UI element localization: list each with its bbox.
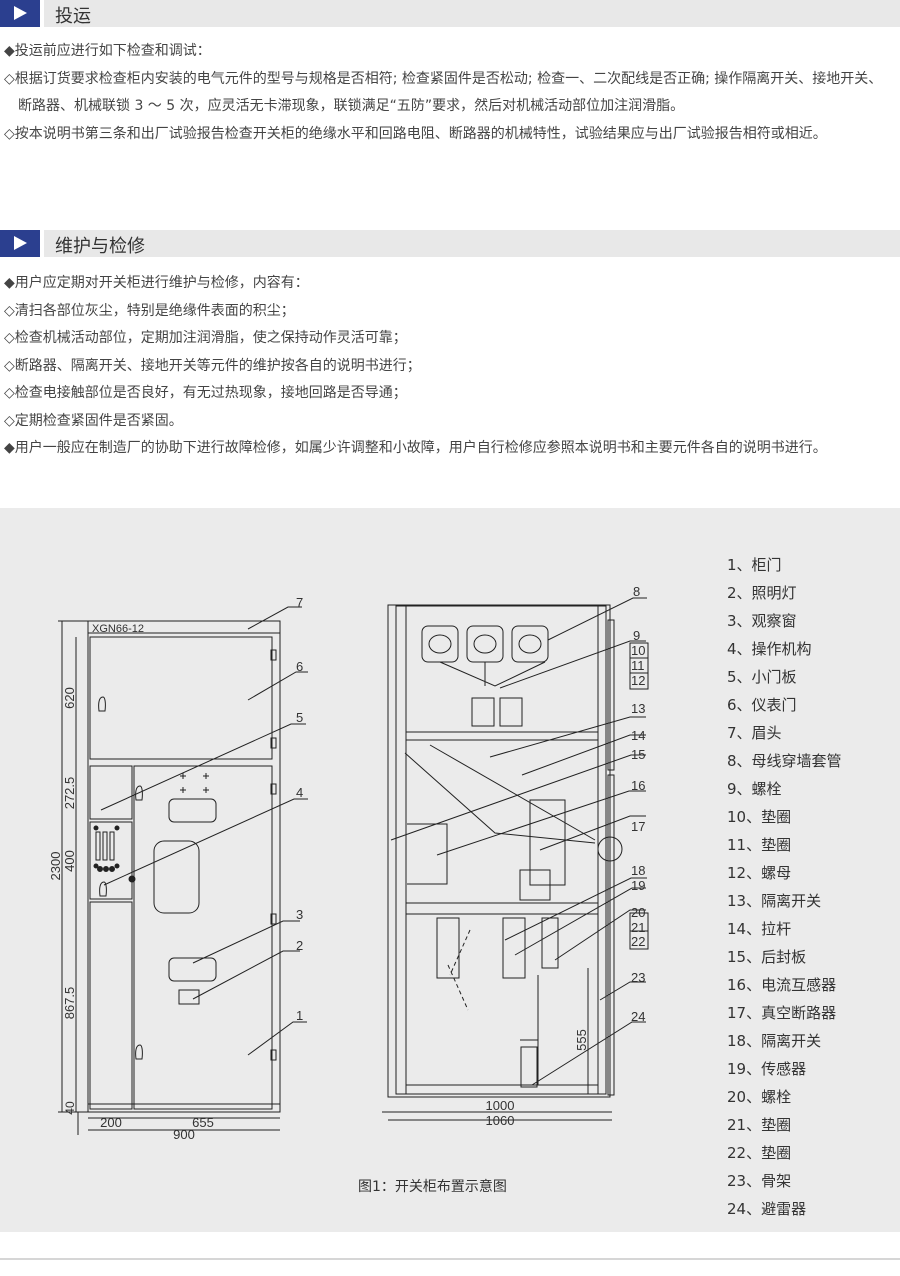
legend-item: 13、隔离开关 bbox=[727, 892, 822, 910]
switchgear-drawing: 2300 620 272.5 400 867.5 40 200 655 900 … bbox=[48, 584, 649, 1142]
dim-h3: 400 bbox=[62, 850, 77, 872]
callout-19: 19 bbox=[631, 878, 645, 893]
dim-side-h: 555 bbox=[574, 1029, 589, 1051]
paragraph: ◇断路器、隔离开关、接地开关等元件的维护按各自的说明书进行； bbox=[4, 357, 421, 374]
paragraph: ◆用户应定期对开关柜进行维护与检修，内容有： bbox=[4, 275, 309, 291]
callout-13: 13 bbox=[631, 701, 645, 716]
callout-3: 3 bbox=[296, 907, 303, 922]
legend-item: 14、拉杆 bbox=[727, 920, 792, 938]
play-triangle-icon bbox=[0, 230, 40, 257]
legend-item: 6、仪表门 bbox=[727, 696, 797, 714]
callout-22: 22 bbox=[631, 934, 645, 949]
legend-item: 11、垫圈 bbox=[727, 836, 792, 854]
commissioning-text: ◆投运前应进行如下检查和调试： ◇根据订货要求检查柜内安装的电气元件的型号与规格… bbox=[4, 38, 896, 148]
dim-h1: 620 bbox=[62, 687, 77, 709]
legend-item: 4、操作机构 bbox=[727, 640, 812, 658]
paragraph: ◇检查电接触部位是否良好，有无过热现象，接地回路是否导通； bbox=[4, 385, 407, 401]
callout-8: 8 bbox=[633, 584, 640, 599]
dim-w1: 200 bbox=[100, 1115, 122, 1130]
hinge-icons bbox=[270, 649, 277, 1061]
figure-panel: 2300 620 272.5 400 867.5 40 200 655 900 … bbox=[0, 508, 900, 1232]
bottom-divider bbox=[0, 1258, 900, 1260]
section-title: 维护与检修 bbox=[55, 236, 145, 257]
callout-11: 11 bbox=[631, 658, 645, 673]
callout-14: 14 bbox=[631, 728, 645, 743]
callout-20: 20 bbox=[631, 905, 645, 920]
dim-total-height: 2300 bbox=[48, 852, 63, 881]
callout-4: 4 bbox=[296, 785, 303, 800]
dim-h5: 40 bbox=[63, 1101, 77, 1115]
washer-box bbox=[629, 642, 649, 950]
callout-16: 16 bbox=[631, 778, 645, 793]
play-triangle-icon bbox=[0, 0, 40, 27]
callout-18: 18 bbox=[631, 863, 645, 878]
dim-h2: 272.5 bbox=[62, 777, 77, 810]
legend-item: 3、观察窗 bbox=[727, 612, 797, 630]
section-header-commissioning: 投运 bbox=[0, 0, 900, 27]
front-view: 2300 620 272.5 400 867.5 40 200 655 900 … bbox=[48, 595, 308, 1142]
legend-item: 16、电流互感器 bbox=[727, 976, 837, 994]
legend-item: 2、照明灯 bbox=[727, 584, 797, 602]
legend-item: 22、垫圈 bbox=[727, 1144, 792, 1162]
paragraph: ◆用户一般应在制造厂的协助下进行故障检修，如属少许调整和小故障，用户自行检修应参… bbox=[4, 440, 827, 456]
legend-item: 7、眉头 bbox=[727, 724, 782, 742]
legend-item: 15、后封板 bbox=[727, 948, 807, 966]
dim-side-w2: 1060 bbox=[486, 1113, 515, 1128]
header-bar bbox=[44, 0, 900, 27]
parts-legend: 1、柜门 2、照明灯 3、观察窗 4、操作机构 5、小门板 6、仪表门 7、眉头… bbox=[727, 551, 842, 1223]
model-label: XGN66-12 bbox=[92, 623, 144, 635]
callout-12: 12 bbox=[631, 673, 645, 688]
side-view: 1000 1060 555 8 9 10 11 12 13 14 15 16 1… bbox=[382, 584, 649, 1128]
callout-23: 23 bbox=[631, 970, 645, 985]
section-title: 投运 bbox=[55, 6, 91, 27]
bushing-icons bbox=[421, 625, 549, 663]
callout-21: 21 bbox=[631, 920, 645, 935]
legend-item: 24、避雷器 bbox=[727, 1200, 807, 1218]
legend-item: 19、传感器 bbox=[727, 1060, 807, 1078]
callout-10: 10 bbox=[631, 643, 645, 658]
callout-5: 5 bbox=[296, 710, 303, 725]
legend-item: 1、柜门 bbox=[727, 556, 782, 574]
paragraph: ◇定期检查紧固件是否紧固。 bbox=[4, 412, 183, 429]
callout-7: 7 bbox=[296, 595, 303, 610]
legend-item: 21、垫圈 bbox=[727, 1116, 792, 1134]
legend-item: 23、骨架 bbox=[727, 1172, 792, 1190]
legend-item: 5、小门板 bbox=[727, 668, 797, 686]
maintenance-text: ◆用户应定期对开关柜进行维护与检修，内容有： ◇清扫各部位灰尘，特别是绝缘件表面… bbox=[4, 270, 896, 463]
legend-item: 18、隔离开关 bbox=[727, 1032, 822, 1050]
paragraph: ◇清扫各部位灰尘，特别是绝缘件表面的积尘； bbox=[4, 302, 295, 319]
dim-w3: 900 bbox=[173, 1127, 195, 1142]
dim-h4: 867.5 bbox=[62, 987, 77, 1020]
legend-item: 17、真空断路器 bbox=[727, 1004, 837, 1022]
callout-9: 9 bbox=[633, 628, 640, 643]
callout-24: 24 bbox=[631, 1009, 645, 1024]
legend-item: 20、螺栓 bbox=[727, 1088, 792, 1106]
callout-17: 17 bbox=[631, 819, 645, 834]
paragraph: ◇检查机械活动部位，定期加注润滑脂，使之保持动作灵活可靠； bbox=[4, 330, 407, 346]
callout-15: 15 bbox=[631, 747, 645, 762]
legend-item: 10、垫圈 bbox=[727, 808, 792, 826]
paragraph: ◇根据订货要求检查柜内安装的电气元件的型号与规格是否相符; 检查紧固件是否松动;… bbox=[4, 70, 883, 115]
callout-6: 6 bbox=[296, 659, 303, 674]
paragraph: ◇按本说明书第三条和出厂试验报告检查开关柜的绝缘水平和回路电阻、断路器的机械特性… bbox=[4, 125, 827, 142]
callout-2: 2 bbox=[296, 938, 303, 953]
callout-1: 1 bbox=[296, 1008, 303, 1023]
dim-w2: 655 bbox=[192, 1115, 214, 1130]
dim-side-w1: 1000 bbox=[486, 1098, 515, 1113]
paragraph: ◆投运前应进行如下检查和调试： bbox=[4, 43, 211, 59]
legend-item: 9、螺栓 bbox=[727, 780, 782, 798]
legend-item: 8、母线穿墙套管 bbox=[727, 752, 842, 770]
section-header-maintenance: 维护与检修 bbox=[0, 230, 900, 257]
header-bar bbox=[44, 230, 900, 257]
figure-caption: 图1：开关柜布置示意图 bbox=[358, 1179, 507, 1195]
legend-item: 12、螺母 bbox=[727, 864, 792, 882]
